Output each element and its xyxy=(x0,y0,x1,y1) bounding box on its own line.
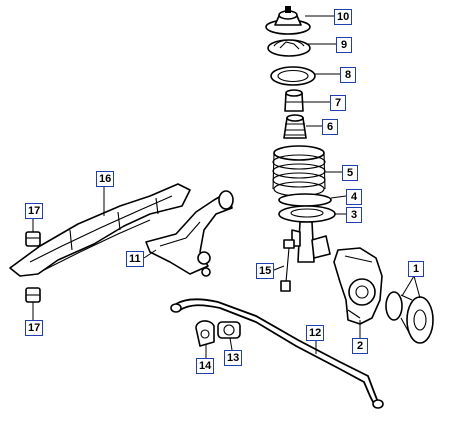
callout-17-lower: 17 xyxy=(25,320,44,336)
callout-9: 9 xyxy=(336,37,352,53)
part-10-top-mount xyxy=(265,6,311,35)
callout-4: 4 xyxy=(346,189,362,205)
part-13-bar-bushing xyxy=(217,321,241,339)
callout-6: 6 xyxy=(322,119,338,135)
callout-2: 2 xyxy=(352,338,368,354)
part-2-knuckle xyxy=(333,247,383,325)
part-4-insulator xyxy=(278,193,332,207)
callout-3: 3 xyxy=(346,207,362,223)
callout-11: 11 xyxy=(126,251,144,267)
callout-10: 10 xyxy=(334,9,353,25)
callout-5: 5 xyxy=(342,165,358,181)
part-1-hub xyxy=(385,291,434,344)
part-7-bump-stop xyxy=(284,89,304,112)
callout-15: 15 xyxy=(256,263,275,279)
part-15-stabilizer-link xyxy=(280,239,295,292)
callout-17-upper: 17 xyxy=(25,203,44,219)
part-8-bearing xyxy=(270,66,316,86)
callout-8: 8 xyxy=(340,67,356,83)
part-16-crossmember xyxy=(9,183,191,277)
part-6-dust-boot xyxy=(283,114,307,139)
part-17-bushing-upper xyxy=(25,231,41,247)
part-11-control-arm xyxy=(145,190,234,277)
callout-16: 16 xyxy=(96,171,115,187)
leader-lines xyxy=(32,15,421,358)
callout-13: 13 xyxy=(224,350,243,366)
part-12-stabilizer-bar xyxy=(170,298,384,409)
part-14-bushing-clamp xyxy=(195,320,215,347)
part-9-mount-plate xyxy=(267,39,311,57)
callout-7: 7 xyxy=(330,95,346,111)
strut-body xyxy=(291,221,331,263)
part-5-coil-spring xyxy=(272,145,326,197)
callout-1: 1 xyxy=(408,261,424,277)
callout-14: 14 xyxy=(196,358,215,374)
callout-12: 12 xyxy=(306,325,325,341)
part-17-bushing-lower xyxy=(25,287,41,303)
part-3-spring-seat xyxy=(278,205,336,223)
